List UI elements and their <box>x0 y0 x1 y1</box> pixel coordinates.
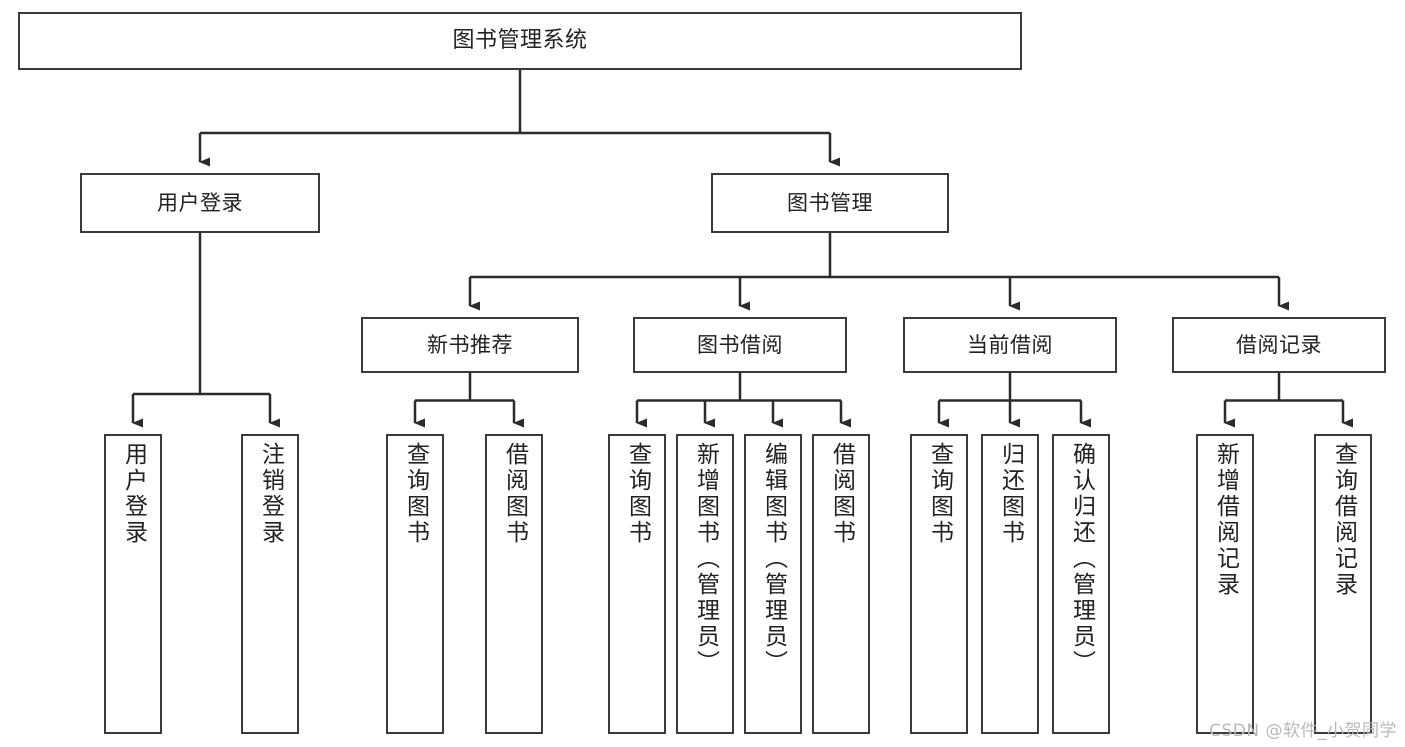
node-label: 当前借阅 <box>967 332 1053 357</box>
node-label: 查询图书 <box>624 442 651 546</box>
leaf-borrow-book[interactable]: 借阅图书 <box>812 434 870 734</box>
node-label: 用户登录 <box>120 442 147 546</box>
leaf-query-borrow-record[interactable]: 查询借阅记录 <box>1314 434 1372 734</box>
node-book-manage[interactable]: 图书管理 <box>711 173 949 233</box>
node-label: 新增借阅记录 <box>1212 442 1239 598</box>
leaf-query-book-recommend[interactable]: 查询图书 <box>386 434 444 734</box>
node-label: 借阅图书 <box>828 442 855 546</box>
leaf-borrow-book-recommend[interactable]: 借阅图书 <box>485 434 543 734</box>
watermark: CSDN @软件_小贺同学 <box>1209 721 1397 741</box>
node-label: 归还图书 <box>997 442 1024 546</box>
node-label: 图书管理系统 <box>452 28 588 54</box>
node-user-login[interactable]: 用户登录 <box>80 173 320 233</box>
node-label: 确认归还（管理员） <box>1068 442 1095 676</box>
node-root[interactable]: 图书管理系统 <box>18 12 1022 70</box>
node-label: 图书借阅 <box>697 332 783 357</box>
leaf-add-book-admin[interactable]: 新增图书（管理员） <box>676 434 734 734</box>
node-label: 图书管理 <box>787 190 873 215</box>
node-label: 借阅记录 <box>1236 332 1322 357</box>
node-label: 注销登录 <box>257 442 284 546</box>
node-label: 查询图书 <box>926 442 953 546</box>
leaf-add-borrow-record[interactable]: 新增借阅记录 <box>1196 434 1254 734</box>
leaf-confirm-return-admin[interactable]: 确认归还（管理员） <box>1052 434 1110 734</box>
leaf-query-book-borrow[interactable]: 查询图书 <box>608 434 666 734</box>
node-label: 查询图书 <box>402 442 429 546</box>
leaf-edit-book-admin[interactable]: 编辑图书（管理员） <box>744 434 802 734</box>
leaf-logout[interactable]: 注销登录 <box>241 434 299 734</box>
node-label: 新书推荐 <box>427 332 513 357</box>
node-label: 新增图书（管理员） <box>692 442 719 676</box>
node-label: 借阅图书 <box>501 442 528 546</box>
node-new-book-recommend[interactable]: 新书推荐 <box>361 317 579 373</box>
leaf-return-book[interactable]: 归还图书 <box>981 434 1039 734</box>
leaf-user-login[interactable]: 用户登录 <box>104 434 162 734</box>
node-book-borrow[interactable]: 图书借阅 <box>633 317 847 373</box>
node-label: 用户登录 <box>157 190 243 215</box>
leaf-query-book-current[interactable]: 查询图书 <box>910 434 968 734</box>
node-label: 编辑图书（管理员） <box>760 442 787 676</box>
node-current-borrow[interactable]: 当前借阅 <box>903 317 1117 373</box>
node-label: 查询借阅记录 <box>1330 442 1357 598</box>
node-borrow-record[interactable]: 借阅记录 <box>1172 317 1386 373</box>
